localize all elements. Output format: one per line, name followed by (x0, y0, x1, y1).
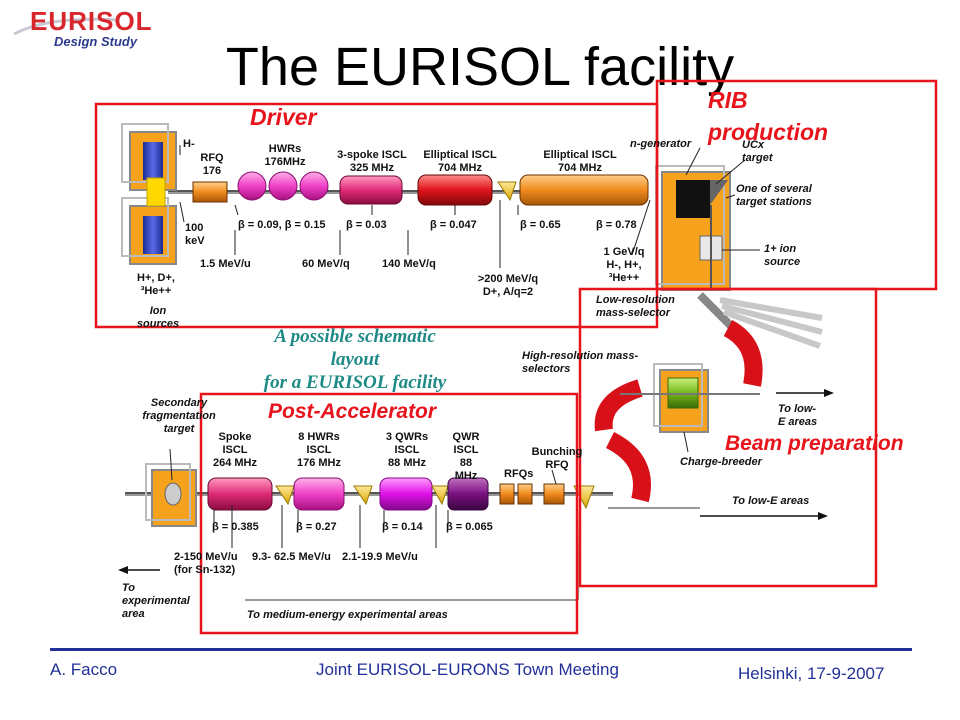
logo-swoosh-icon (13, 17, 119, 36)
to-low-e-areas-label: To low-E areas (732, 495, 810, 507)
charge-breeder-label: Charge-breeder (680, 456, 762, 468)
footer-meeting: Joint EURISOL-EURONS Town Meeting (316, 660, 619, 679)
schematic-caption: A possible schematic layout for a EURISO… (263, 326, 447, 393)
beam-prep-area (594, 292, 834, 520)
footer-author: A. Facco (50, 660, 118, 679)
beta-ell2a-label: β = 0.65 (520, 219, 561, 231)
to-experimental-label: To experimental area (122, 582, 190, 620)
high-res-label: High-resolution mass- selectors (522, 350, 639, 375)
beta-ell2b-label: β = 0.78 (596, 219, 637, 231)
rfqs-label: RFQs (504, 468, 534, 480)
elliptical-1-label: Elliptical ISCL 704 MHz (423, 149, 497, 174)
target-station (631, 147, 760, 291)
footer-rule (50, 648, 912, 651)
rib-production-label: RIB production (708, 87, 829, 145)
beta-hwr-label: β = 0.09, β = 0.15 (238, 219, 326, 231)
h-minus-label: H- (183, 138, 195, 150)
n-generator-label: n-generator (630, 138, 692, 150)
logo-text: EURISOL (30, 6, 153, 36)
driver-label: Driver (250, 104, 317, 130)
post-qwrs-label: 3 QWRs ISCL 88 MHz (385, 431, 429, 469)
energy-1-label: 1.5 MeV/u (200, 258, 251, 270)
post-spoke-label: Spoke ISCL 264 MHz (212, 431, 258, 469)
kev-label: 100 keV (185, 222, 205, 247)
logo-subtitle: Design Study (54, 34, 138, 49)
low-res-label: Low-resolution mass-selector (596, 294, 675, 319)
ion-source-label: 1+ ion source (764, 243, 801, 268)
beam-preparation-box (578, 287, 878, 588)
post-beta-3-label: β = 0.14 (382, 521, 423, 533)
post-hwrs-label: 8 HWRs ISCL 176 MHz (296, 431, 342, 469)
post-accelerator-box (199, 392, 579, 635)
to-medium-energy-label: To medium-energy experimental areas (247, 609, 448, 621)
post-qwr-label: QWR ISCL 88 MHz (452, 431, 480, 481)
ions-label: H+, D+, ³He++ (137, 272, 175, 297)
energy-2-label: 60 MeV/q (302, 258, 350, 270)
energy-5-label: 1 GeV/q H-, H+, ³He++ (603, 246, 645, 284)
spoke-label: 3-spoke ISCL 325 MHz (337, 149, 407, 174)
hwrs-label: HWRs 176MHz (264, 143, 306, 168)
bunching-rfq-label: Bunching RFQ (531, 446, 583, 471)
secondary-target-label: Secondary fragmentation target (142, 397, 216, 435)
driver-beamline (121, 123, 649, 268)
ucx-target-label: UCx target (742, 139, 773, 164)
footer-place-date: Helsinki, 17-9-2007 (738, 664, 885, 683)
eurisol-logo: EURISOL Design Study (8, 6, 158, 50)
post-accelerator-beamline (118, 448, 613, 601)
energy-3-label: 140 MeV/q (382, 258, 436, 270)
post-energy-1-label: 2-150 MeV/u (for Sn-132) (174, 551, 238, 576)
post-accelerator-label: Post-Accelerator (268, 400, 437, 423)
post-beta-1-label: β = 0.385 (212, 521, 259, 533)
beam-preparation-label: Beam preparation (725, 432, 904, 455)
to-low-e-label: To low- E areas (778, 403, 818, 428)
beta-spoke-label: β = 0.03 (346, 219, 387, 231)
ion-sources-label: Ion sources (136, 305, 180, 330)
target-stations-label: One of several target stations (736, 183, 812, 208)
post-energy-2-label: 9.3- 62.5 MeV/u (252, 551, 331, 563)
beta-ell1-label: β = 0.047 (430, 219, 477, 231)
post-energy-3-label: 2.1-19.9 MeV/u (342, 551, 418, 563)
page-title: The EURISOL facility (225, 37, 735, 97)
post-beta-4-label: β = 0.065 (446, 521, 493, 533)
post-beta-2-label: β = 0.27 (296, 521, 337, 533)
elliptical-2-label: Elliptical ISCL 704 MHz (543, 149, 617, 174)
energy-4-label: >200 MeV/q D+, A/q=2 (477, 273, 539, 298)
rfq-label: RFQ 176 (200, 152, 224, 177)
